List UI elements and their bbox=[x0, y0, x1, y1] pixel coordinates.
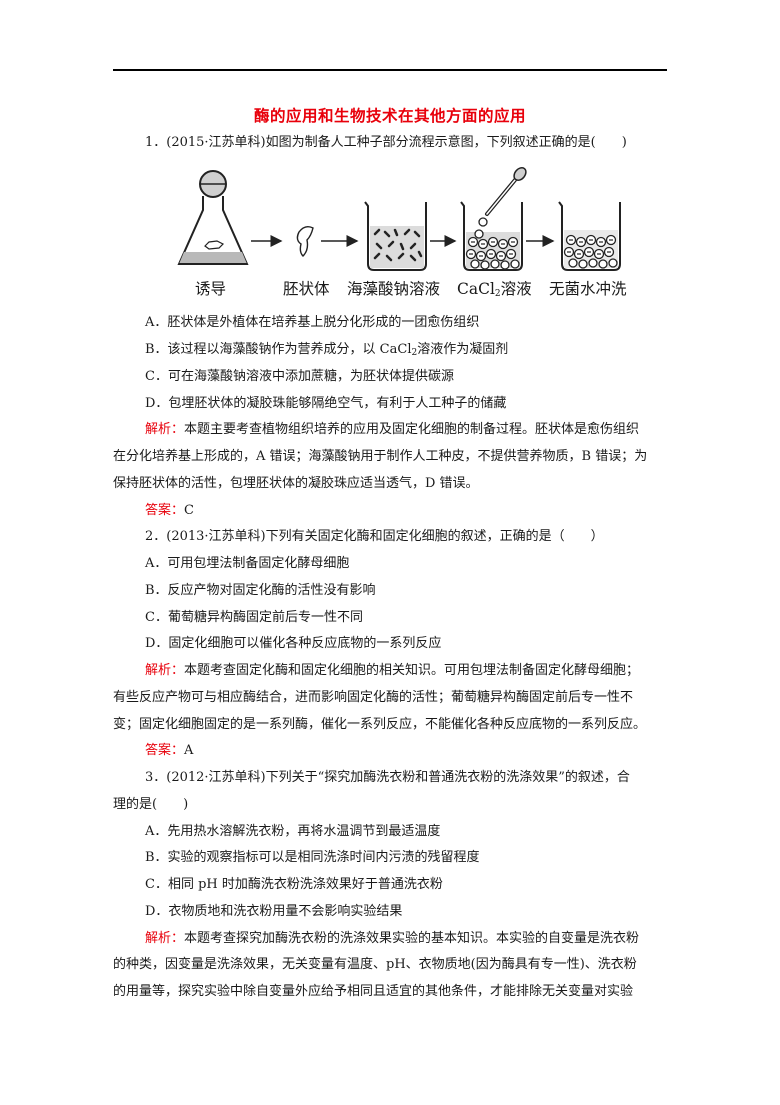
q2-option-d: D．固定化细胞可以催化各种反应底物的一系列反应 bbox=[145, 636, 442, 651]
beaker-alginate-icon bbox=[364, 201, 427, 271]
page-title: 酶的应用和生物技术在其他方面的应用 bbox=[253, 107, 526, 125]
q3-explanation-3: 的用量等，探究实验中除自变量外应给予相同且适宜的其他条件，才能排除无关变量对实验 bbox=[113, 984, 634, 999]
q1-option-a: A．胚状体是外植体在培养基上脱分化形成的一团愈伤组织 bbox=[145, 315, 480, 330]
explanation-label: 解析： bbox=[145, 931, 185, 946]
flask-icon bbox=[177, 170, 249, 265]
q1-explanation-2: 在分化培养基上形成的，A 错误；海藻酸钠用于制作人工种皮，不提供营养物质，B 错… bbox=[113, 449, 648, 464]
q3-stem-2: 理的是( ) bbox=[113, 797, 189, 812]
q2-explanation-1: 解析：本题考查固定化酶和固定化细胞的相关知识。可用包埋法制备固定化酵母细胞； bbox=[145, 663, 640, 678]
q1-answer: 答案：C bbox=[145, 503, 194, 518]
q3-option-a: A．先用热水溶解洗衣粉，再将水温调节到最适温度 bbox=[145, 824, 441, 839]
header-rule bbox=[113, 69, 667, 71]
q3-explanation-1: 解析：本题考查探究加酶洗衣粉的洗涤效果实验的基本知识。本实验的自变量是洗衣粉 bbox=[145, 931, 640, 946]
explanation-label: 解析： bbox=[145, 422, 185, 437]
q1-option-d: D．包埋胚状体的凝胶珠能够隔绝空气，有利于人工种子的储藏 bbox=[145, 396, 507, 411]
beaker-cacl2-icon bbox=[460, 166, 527, 271]
embryoid-icon bbox=[296, 225, 314, 257]
q1-option-c: C．可在海藻酸钠溶液中添加蔗糖，为胚状体提供碳源 bbox=[145, 369, 454, 384]
q2-option-c: C．葡萄糖异构酶固定前后专一性不同 bbox=[145, 610, 363, 625]
q1-option-b: B．该过程以海藻酸钠作为营养成分，以 CaCl2溶液作为凝固剂 bbox=[145, 342, 509, 358]
q2-option-b: B．反应产物对固定化酶的活性没有影响 bbox=[145, 583, 376, 598]
q1-explanation-1: 解析：本题主要考查植物组织培养的应用及固定化细胞的制备过程。胚状体是愈伤组织 bbox=[145, 422, 640, 437]
beaker-rinse-icon bbox=[558, 201, 621, 271]
caption-embryoid: 胚状体 bbox=[283, 280, 330, 298]
process-diagram bbox=[177, 166, 621, 271]
q1-figure-seed-process: 诱导 胚状体 海藻酸钠溶液 CaCl2溶液 无菌水冲洗 bbox=[165, 164, 645, 304]
explanation-label: 解析： bbox=[145, 663, 185, 678]
q3-option-c: C．相同 pH 时加酶洗衣粉洗涤效果好于普通洗衣粉 bbox=[145, 877, 443, 892]
q3-option-b: B．实验的观察指标可以是相同洗涤时间内污渍的残留程度 bbox=[145, 850, 480, 865]
answer-label: 答案： bbox=[145, 743, 185, 758]
q1-explanation-3: 保持胚状体的活性，包埋胚状体的凝胶珠应适当透气，D 错误。 bbox=[113, 476, 479, 491]
q1-stem: 1．(2015·江苏单科)如图为制备人工种子部分流程示意图，下列叙述正确的是( … bbox=[145, 135, 627, 150]
q2-stem: 2．(2013·江苏单科)下列有关固定化酶和固定化细胞的叙述，正确的是（ ） bbox=[145, 529, 604, 544]
caption-rinse: 无菌水冲洗 bbox=[549, 280, 627, 298]
q2-explanation-3: 变；固定化细胞固定的是一系列酶，催化一系列反应，不能催化各种反应底物的一系列反应… bbox=[113, 717, 647, 732]
q3-option-d: D．衣物质地和洗衣粉用量不会影响实验结果 bbox=[145, 904, 403, 919]
caption-cacl2: CaCl2溶液 bbox=[457, 280, 532, 299]
q3-stem-1: 3．(2012·江苏单科)下列关于“探究加酶洗衣粉和普通洗衣粉的洗涤效果”的叙述… bbox=[145, 770, 630, 785]
q2-explanation-2: 有些反应产物可与相应酶结合，进而影响固定化酶的活性；葡萄糖异构酶固定前后专一性不 bbox=[113, 690, 634, 705]
q2-answer: 答案：A bbox=[145, 743, 194, 758]
answer-label: 答案： bbox=[145, 503, 185, 518]
caption-alginate: 海藻酸钠溶液 bbox=[347, 280, 441, 298]
q2-option-a: A．可用包埋法制备固定化酵母细胞 bbox=[145, 556, 350, 571]
dropper-icon bbox=[485, 166, 527, 216]
caption-induce: 诱导 bbox=[195, 280, 227, 298]
q3-explanation-2: 的种类，因变量是洗涤效果，无关变量有温度、pH、衣物质地(因为酶具有专一性)、洗… bbox=[113, 957, 637, 972]
